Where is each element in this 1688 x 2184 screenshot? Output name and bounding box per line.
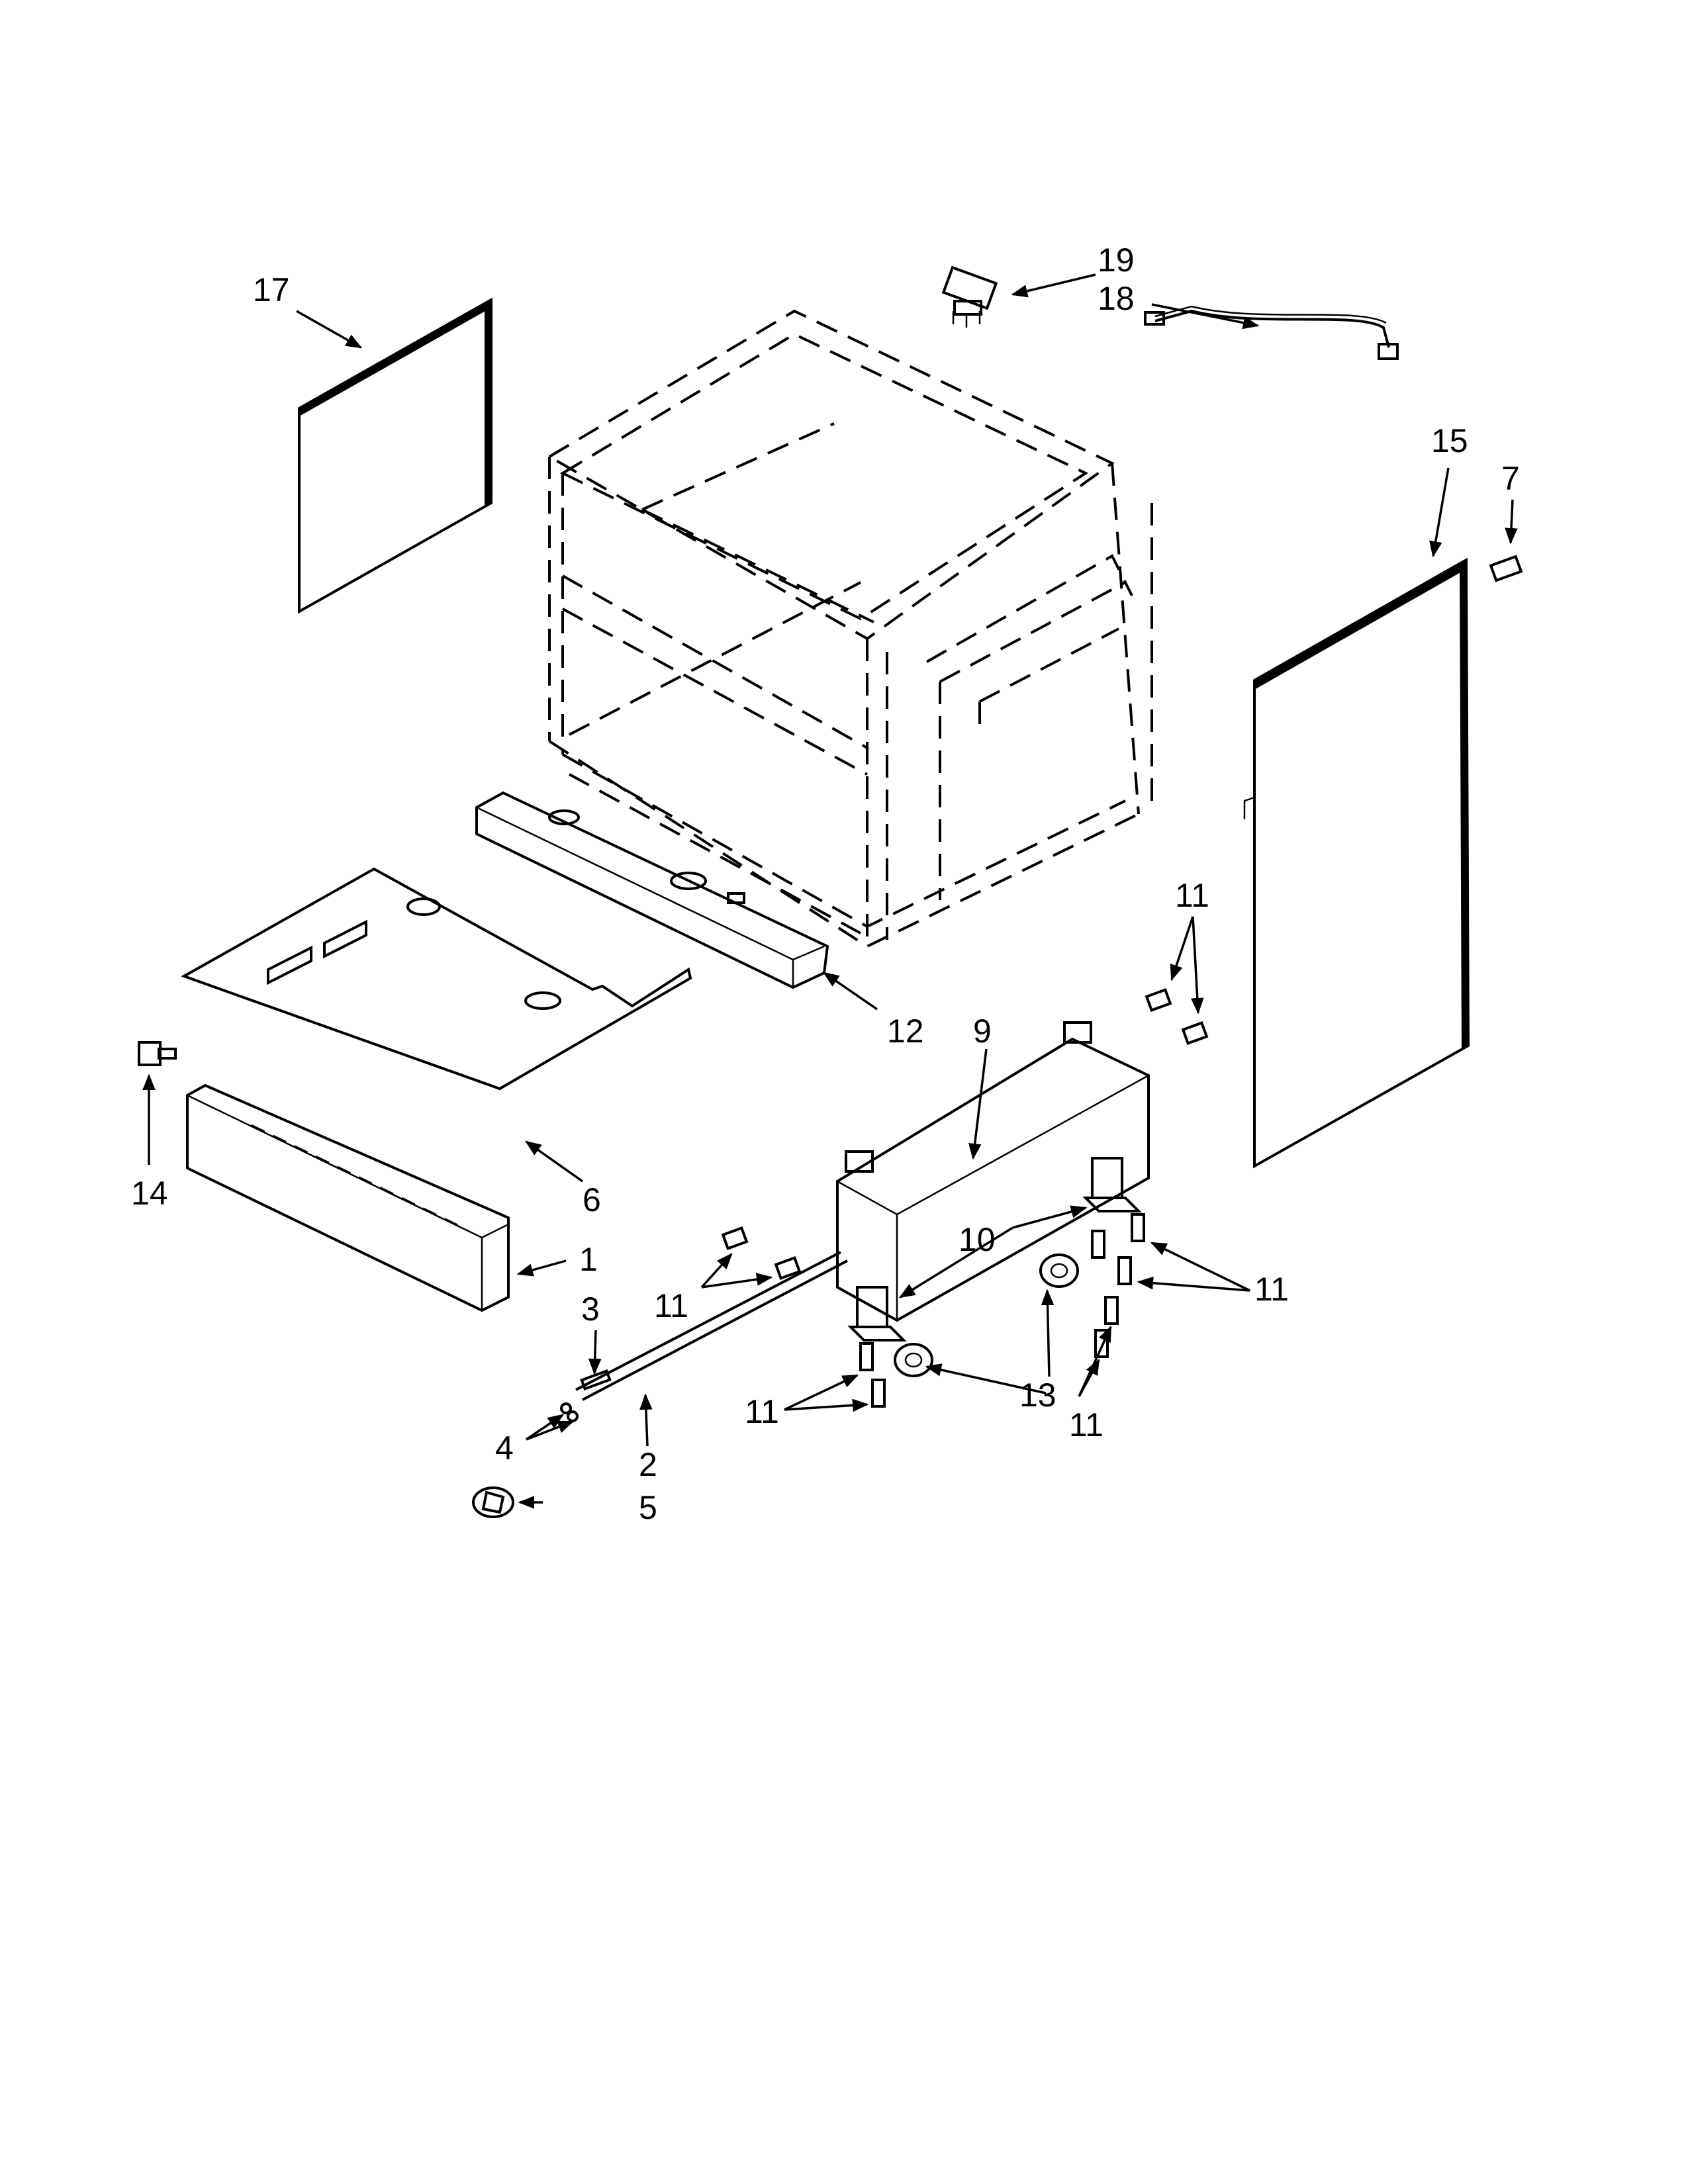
callout-7: 7: [1501, 460, 1520, 497]
callout-2: 2: [639, 1446, 657, 1483]
vent-duct-box: [836, 1021, 1150, 1322]
callout-10: 10: [959, 1221, 996, 1258]
rod-assembly: [560, 1251, 848, 1422]
gas-tube: [1144, 305, 1399, 360]
callout-11a: 11: [1175, 877, 1209, 914]
screw-7: [1489, 555, 1523, 582]
leveling-foot-right: [1039, 1253, 1079, 1288]
callout-11b: 11: [1254, 1271, 1289, 1308]
side-panel-left: [298, 297, 492, 614]
screw-14: [138, 1041, 177, 1066]
callout-11e: 11: [1069, 1406, 1103, 1443]
leveling-bracket-right: [1082, 1157, 1142, 1212]
callout-14: 14: [131, 1175, 168, 1212]
bottom-plate: [181, 867, 692, 1091]
callout-5: 5: [639, 1489, 657, 1526]
knob-5: [472, 1486, 514, 1518]
screws: [721, 987, 1209, 1408]
leader-lines: [142, 273, 1518, 1509]
leveling-foot-left: [894, 1343, 933, 1377]
callout-4: 4: [495, 1430, 514, 1467]
front-frame-rail: [475, 791, 829, 989]
callout-3: 3: [581, 1291, 600, 1328]
callout-19: 19: [1098, 242, 1135, 279]
callout-1: 1: [579, 1241, 598, 1278]
callout-12: 12: [887, 1013, 924, 1050]
callout-17: 17: [253, 271, 290, 308]
oven-cavity-outline: [547, 309, 1153, 948]
callout-18: 18: [1098, 280, 1135, 317]
callout-6: 6: [583, 1181, 601, 1218]
gas-valve-fitting: [941, 265, 998, 328]
leveling-bracket-left: [847, 1286, 907, 1342]
callout-11d: 11: [745, 1393, 779, 1430]
callout-9: 9: [973, 1013, 992, 1050]
callout-15: 15: [1431, 422, 1468, 459]
callout-13: 13: [1019, 1377, 1056, 1414]
callout-11c: 11: [654, 1287, 688, 1324]
toe-kick-panel: [186, 1083, 510, 1312]
side-panel-right: [1243, 557, 1470, 1169]
